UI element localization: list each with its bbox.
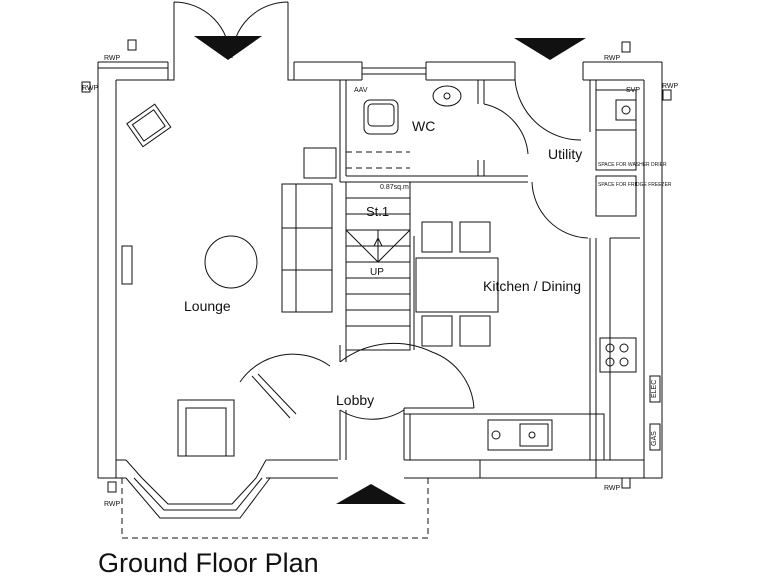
side-table: [303, 147, 337, 179]
room-label-utility: Utility: [548, 146, 582, 162]
washer-space-label: SPACE FOR WASHER DRIER: [598, 162, 667, 168]
wc-fixtures: [346, 85, 462, 169]
room-label-kitchen-dining: Kitchen / Dining: [483, 278, 581, 294]
elec-label: ELEC: [651, 380, 658, 398]
rwp-label-2: RWP: [82, 85, 99, 92]
room-label-lounge: Lounge: [184, 298, 231, 314]
round-table: [204, 235, 258, 289]
entrance-markers: [194, 36, 586, 504]
rwp-label-3: RWP: [662, 83, 679, 90]
staircase: [345, 181, 411, 351]
radiator: [121, 245, 133, 285]
room-label-store: St.1: [366, 204, 389, 219]
stairs-up-label: UP: [370, 267, 384, 278]
door-swings: [173, 1, 589, 420]
dining-set: [415, 221, 499, 347]
rwp-label-6: RWP: [604, 485, 621, 492]
aav-label: AAV: [354, 87, 368, 94]
fireplace: [177, 399, 235, 457]
armchair: [126, 103, 172, 148]
gas-label: GAS: [651, 431, 658, 446]
rwp-label-4: RWP: [604, 55, 621, 62]
plan-title: Ground Floor Plan: [98, 548, 319, 578]
bay-window: [125, 459, 271, 519]
rwp-label-1: RWP: [104, 55, 121, 62]
kitchen-units: [410, 89, 640, 460]
boundary-line: [121, 478, 429, 539]
room-label-lobby: Lobby: [336, 392, 374, 408]
store-area-label: 0.87sq.m: [380, 184, 409, 191]
rwp-label-5: RWP: [104, 501, 121, 508]
svp-label: SVP: [626, 87, 640, 94]
fridge-space-label: SPACE FOR FRIDGE FREEZER: [598, 182, 672, 188]
sofa: [281, 183, 333, 313]
rwp-markers: [81, 39, 672, 493]
room-label-wc: WC: [412, 118, 435, 134]
